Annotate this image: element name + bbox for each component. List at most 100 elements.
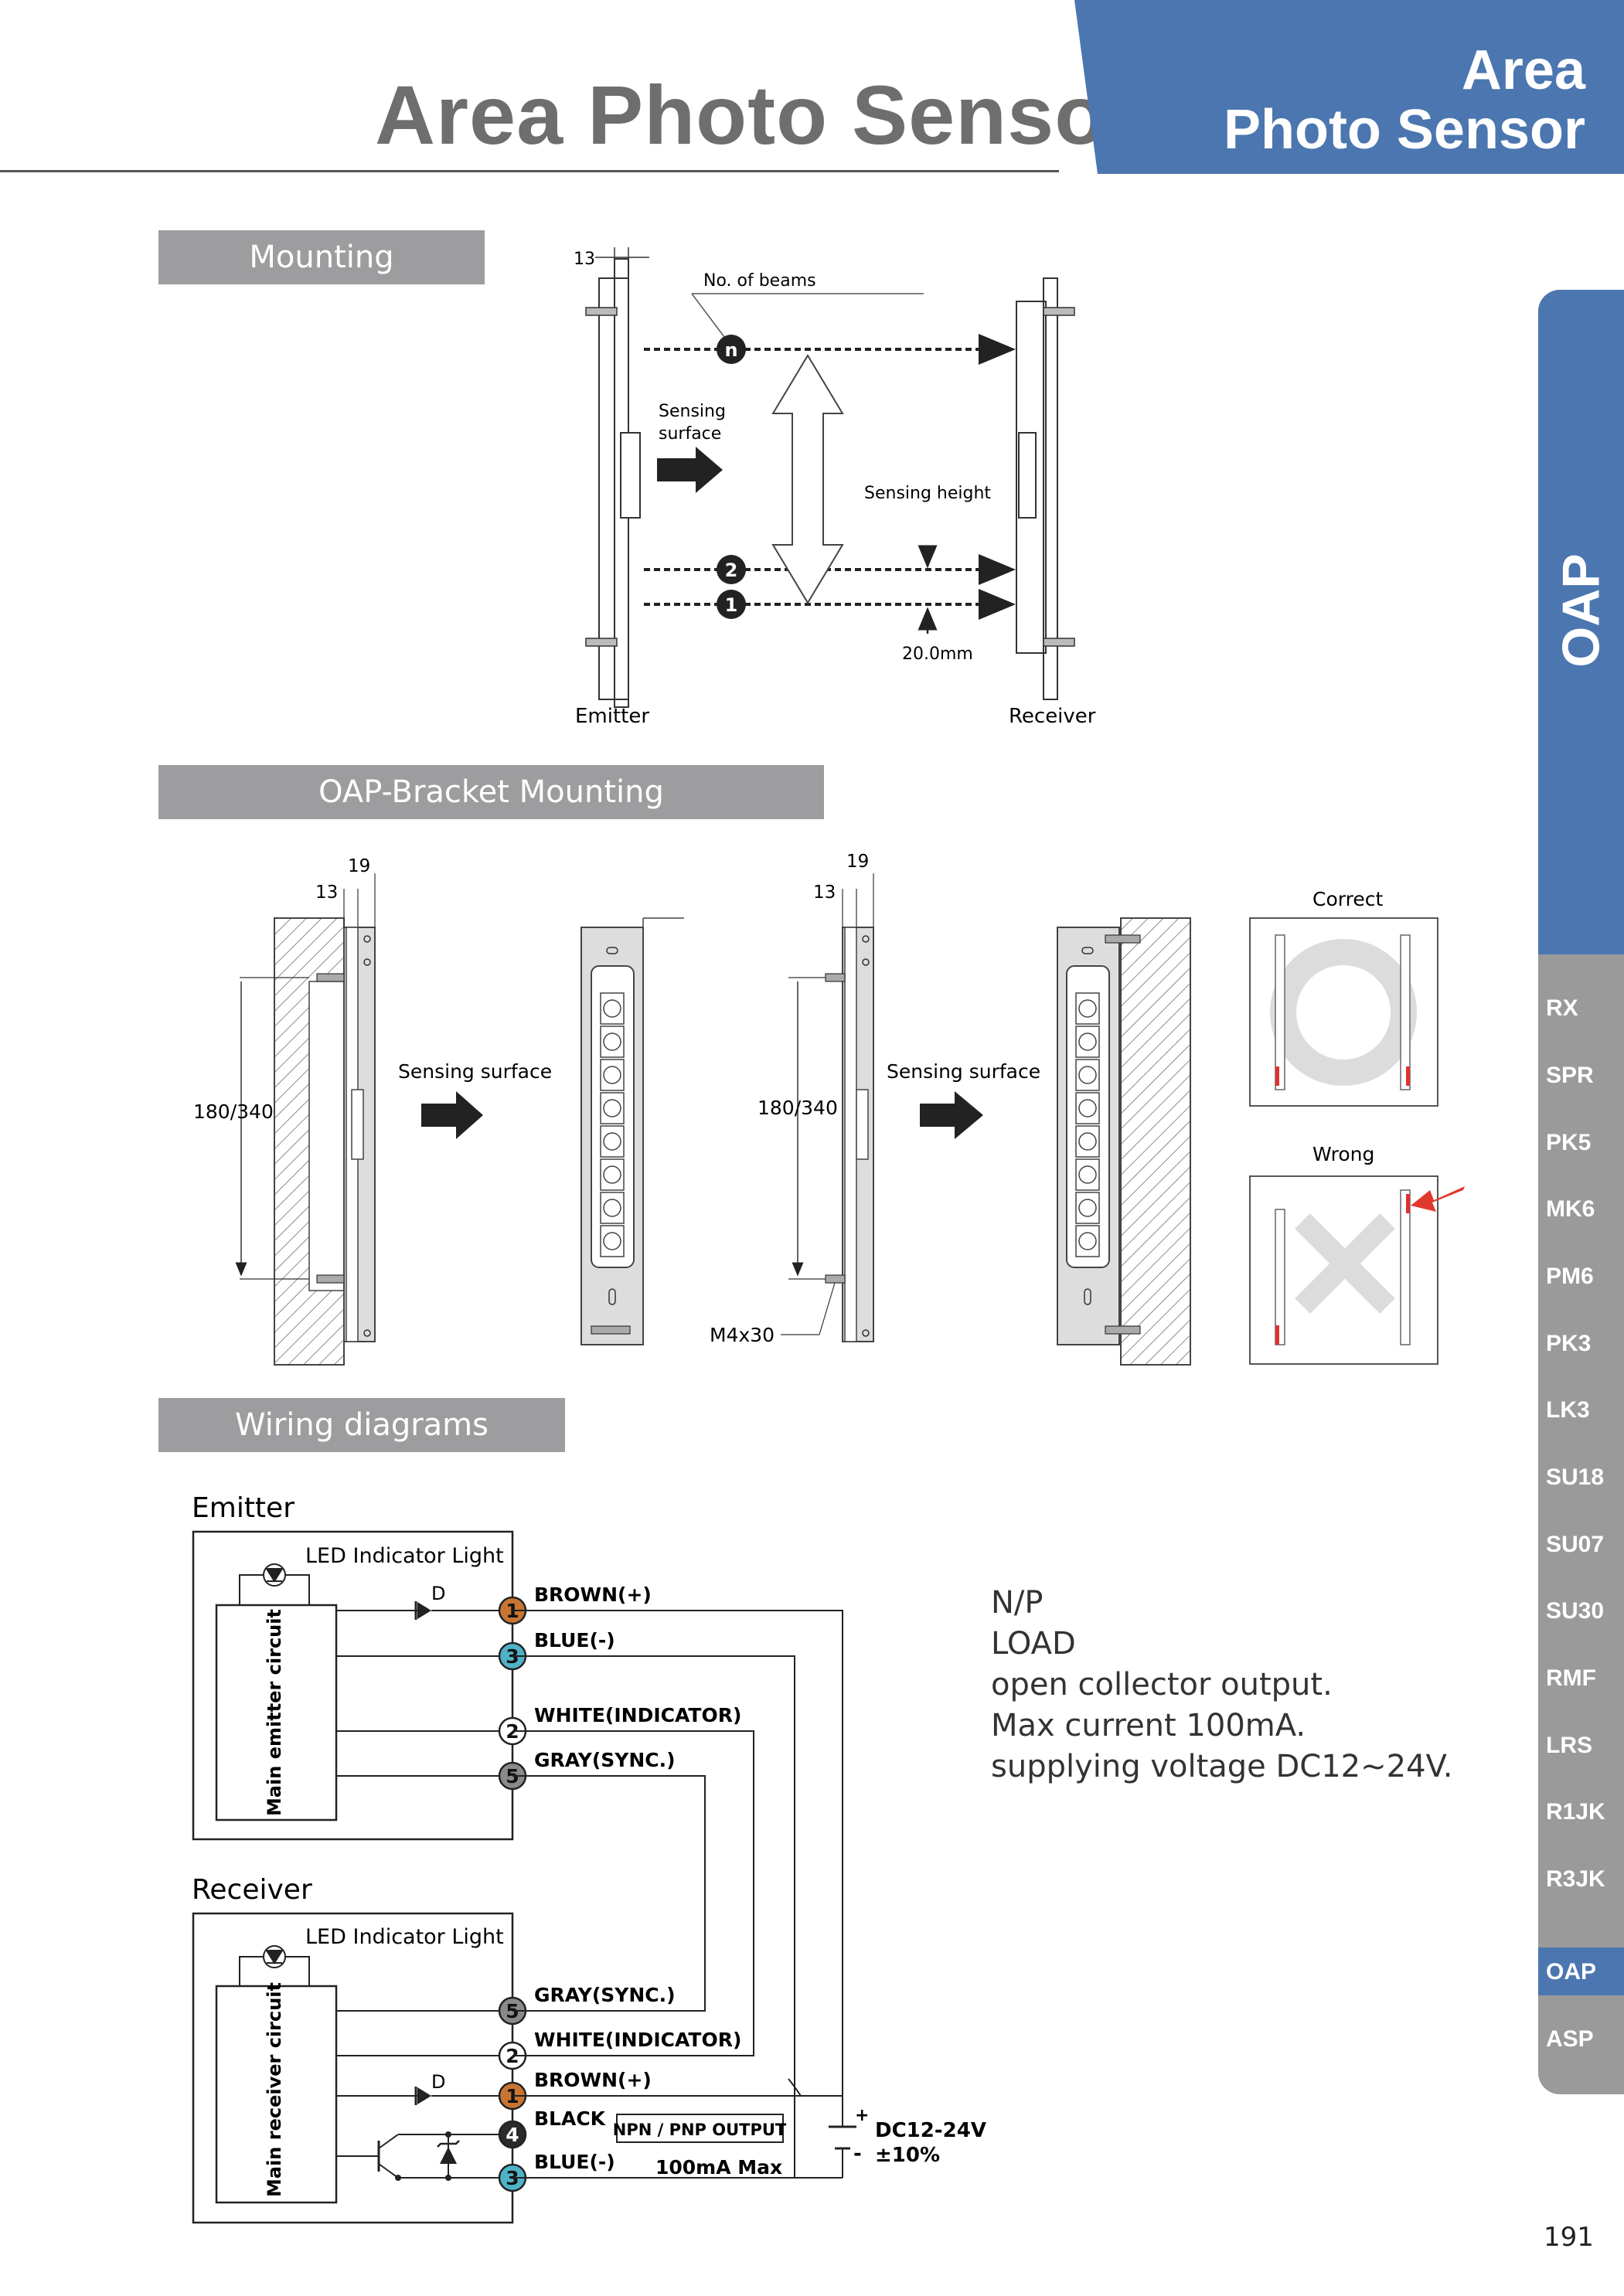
- wire-label: GRAY(SYNC.): [534, 1984, 676, 2006]
- emitter-screw-top: [585, 307, 618, 316]
- beam-2-number: 2: [725, 560, 738, 581]
- wrong-pointer-arrow: [1411, 1186, 1465, 1212]
- sidebar-item-lk3[interactable]: LK3: [1546, 1397, 1590, 1423]
- bracket2-dim-13: 13: [813, 883, 836, 903]
- banner-line-2: Photo Sensor: [1223, 99, 1585, 161]
- sidebar-item-pk5[interactable]: PK5: [1546, 1130, 1592, 1155]
- mounting-diagram: 13 No. of beams n 2 1 Sensing height Sen…: [574, 247, 1096, 728]
- lens-cell: [600, 1026, 625, 1058]
- wire-label: BLACK: [534, 2107, 607, 2130]
- emitter-label: Emitter: [575, 705, 649, 728]
- lens: [1078, 1066, 1097, 1084]
- sidebar-item-su07[interactable]: SU07: [1546, 1532, 1605, 1557]
- sidebar-item-rmf[interactable]: RMF: [1546, 1665, 1596, 1691]
- sidebar-item-rx[interactable]: RX: [1546, 995, 1578, 1021]
- lens-cell: [1075, 1158, 1100, 1191]
- bracket1-dim-13: 13: [315, 883, 338, 903]
- lens-cell: [1075, 992, 1100, 1025]
- battery-minus: -: [853, 2142, 862, 2165]
- page-number: 191: [1544, 2222, 1594, 2253]
- note-line-5: supplying voltage DC12~24V.: [991, 1749, 1453, 1784]
- correct-label: Correct: [1312, 888, 1383, 910]
- sidebar-item-pk3[interactable]: PK3: [1546, 1331, 1592, 1356]
- emitter-lens: [620, 432, 641, 519]
- receiver-label: Receiver: [1009, 705, 1096, 728]
- lens-cell: [600, 992, 625, 1025]
- lens-cell: [600, 1158, 625, 1191]
- lens: [603, 1232, 621, 1250]
- sidebar-item-oap[interactable]: OAP: [1546, 1959, 1597, 1985]
- bracket1-sensing-surface: Sensing surface: [398, 1060, 552, 1083]
- sidebar-item-lrs[interactable]: LRS: [1546, 1733, 1592, 1758]
- bracket-front-2: [1057, 917, 1191, 1366]
- note-line-1: N/P: [991, 1585, 1044, 1621]
- lens-cell: [600, 1192, 625, 1224]
- bracket-diagram-1: 180/340 13 19 Sensing surface: [193, 856, 552, 1366]
- lens: [1078, 1132, 1097, 1151]
- section-wiring: Wiring diagrams: [158, 1398, 565, 1452]
- wire-label: BLUE(-): [534, 1629, 615, 1651]
- receiver-led-label: LED Indicator Light: [305, 1925, 504, 1949]
- lens-cell: [600, 1125, 625, 1158]
- bracket1-dim-19: 19: [348, 856, 370, 876]
- bracket2-dim-length: 180/340: [758, 1097, 838, 1119]
- lens: [1078, 1199, 1097, 1217]
- receiver-diode-icon: [417, 2087, 431, 2104]
- receiver-circuit-label: Main receiver circuit: [264, 1982, 285, 2197]
- receiver-lens: [1018, 432, 1037, 519]
- sidebar-item-mk6[interactable]: MK6: [1546, 1196, 1595, 1222]
- wrong-label: Wrong: [1312, 1143, 1374, 1165]
- no-of-beams-label: No. of beams: [703, 271, 816, 291]
- receiver-diode-label: D: [431, 2071, 445, 2093]
- emitter-pins: 1BROWN(+)3BLUE(-)2WHITE(INDICATOR)5GRAY(…: [498, 1583, 741, 1791]
- emitter-title: Emitter: [192, 1492, 294, 1524]
- note-line-4: Max current 100mA.: [991, 1708, 1306, 1743]
- emitter-led-label: LED Indicator Light: [305, 1544, 504, 1568]
- bracket2-dim-19: 19: [846, 852, 869, 872]
- max-current-label: 100mA Max: [655, 2156, 782, 2179]
- pitch-label: 20.0mm: [902, 645, 973, 664]
- lens-cell: [1075, 1026, 1100, 1058]
- wire-label: GRAY(SYNC.): [534, 1749, 676, 1771]
- supply-tolerance: ±10%: [875, 2144, 940, 2167]
- sidebar-item-su18[interactable]: SU18: [1546, 1464, 1605, 1490]
- sidebar-item-su30[interactable]: SU30: [1546, 1598, 1605, 1624]
- sidebar-item-r1jk[interactable]: R1JK: [1546, 1799, 1605, 1825]
- lens-cell: [1075, 1059, 1100, 1091]
- lens: [603, 1165, 621, 1184]
- supply-voltage: DC12-24V: [875, 2119, 986, 2142]
- pin-number: 4: [506, 2124, 519, 2146]
- sidebar-item-pm6[interactable]: PM6: [1546, 1264, 1594, 1289]
- lens: [1078, 999, 1097, 1018]
- bracket2-sensing-surface: Sensing surface: [887, 1060, 1040, 1083]
- wire-label: BLUE(-): [534, 2151, 615, 2173]
- emitter-circuit-box: [215, 1604, 338, 1821]
- lens: [1078, 1165, 1097, 1184]
- receiver-title: Receiver: [192, 1874, 312, 1906]
- lens-cell: [600, 1092, 625, 1124]
- wiring-notes: N/P LOAD open collector output. Max curr…: [991, 1583, 1452, 1787]
- wiring-diagram: Emitter Main emitter circuit LED Indicat…: [192, 1492, 986, 2224]
- bracket-front-1: [580, 917, 684, 1345]
- sidebar-item-asp[interactable]: ASP: [1546, 2026, 1594, 2052]
- sensing-surface-arrow: [657, 447, 723, 493]
- receiver-screw-bottom: [1043, 638, 1075, 647]
- note-line-2: LOAD: [991, 1626, 1076, 1662]
- lens: [1078, 1232, 1097, 1250]
- section-mounting: Mounting: [158, 230, 485, 284]
- sidebar-item-r3jk[interactable]: R3JK: [1546, 1866, 1605, 1892]
- lens: [603, 1132, 621, 1151]
- emitter-circuit-label: Main emitter circuit: [264, 1609, 285, 1816]
- correct-example: Correct: [1249, 888, 1438, 1107]
- lens-cell: [1075, 1125, 1100, 1158]
- sensing-surface-label-2: surface: [659, 424, 721, 444]
- lens: [603, 1199, 621, 1217]
- lens: [1078, 1099, 1097, 1117]
- wire-label: BROWN(+): [534, 2069, 652, 2091]
- wire-label: WHITE(INDICATOR): [534, 1704, 741, 1726]
- banner-line-1: Area: [1461, 39, 1585, 101]
- wire-label: WHITE(INDICATOR): [534, 2029, 741, 2051]
- header-banner: Area Photo Sensor: [1074, 0, 1624, 174]
- sidebar-item-spr[interactable]: SPR: [1546, 1063, 1594, 1088]
